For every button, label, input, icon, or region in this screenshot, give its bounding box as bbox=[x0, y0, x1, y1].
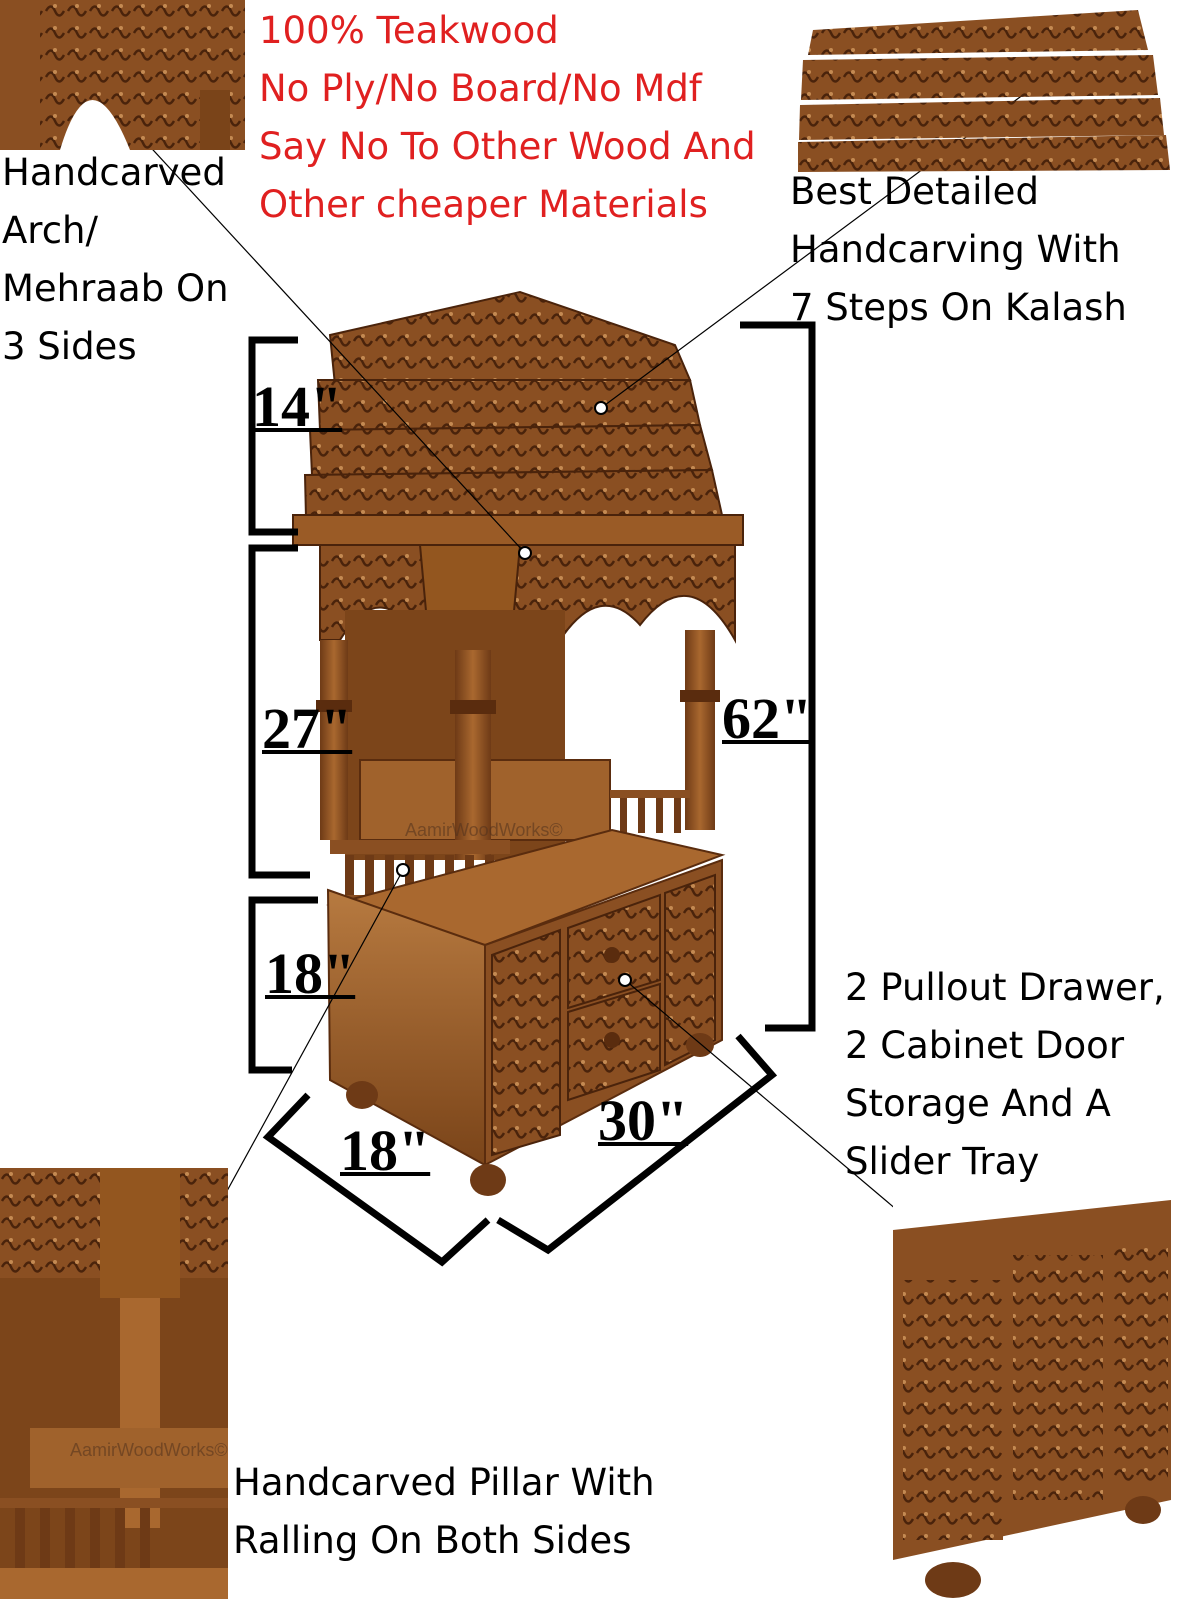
claim-no-other-wood: Say No To Other Wood And bbox=[259, 125, 756, 168]
dimension-total: 62" bbox=[722, 686, 813, 751]
claim-cheaper-materials: Other cheaper Materials bbox=[259, 183, 708, 226]
feet bbox=[346, 1033, 714, 1196]
dimension-middle: 27" bbox=[262, 696, 353, 761]
inset-pillar-photo bbox=[0, 1168, 228, 1599]
dimension-width: 30" bbox=[598, 1088, 689, 1153]
callout-pillar: Handcarved Pillar With Ralling On Both S… bbox=[233, 1461, 655, 1562]
kalash-roof bbox=[292, 290, 744, 546]
inset-arch-photo bbox=[0, 0, 245, 150]
claim-no-ply: No Ply/No Board/No Mdf bbox=[259, 67, 702, 110]
claim-teakwood: 100% Teakwood bbox=[259, 9, 559, 52]
callout-storage: 2 Pullout Drawer, 2 Cabinet Door Storage… bbox=[845, 966, 1165, 1183]
callout-arch: Handcarved Arch/ Mehraab On 3 Sides bbox=[2, 151, 229, 368]
inset-kalash-photo bbox=[798, 0, 1176, 172]
dimension-brackets bbox=[248, 321, 816, 1267]
callout-kalash: Best Detailed Handcarving With 7 Steps O… bbox=[790, 170, 1127, 329]
pillars bbox=[316, 630, 720, 860]
dimension-bottom: 18" bbox=[265, 941, 356, 1006]
inset-cabinet-photo bbox=[893, 1200, 1171, 1599]
watermark-pillar-inset: AamirWoodWorks© bbox=[70, 1440, 228, 1460]
dimension-top: 14" bbox=[252, 374, 343, 439]
dimension-depth: 18" bbox=[340, 1118, 431, 1183]
watermark-main: AamirWoodWorks© bbox=[405, 820, 563, 840]
